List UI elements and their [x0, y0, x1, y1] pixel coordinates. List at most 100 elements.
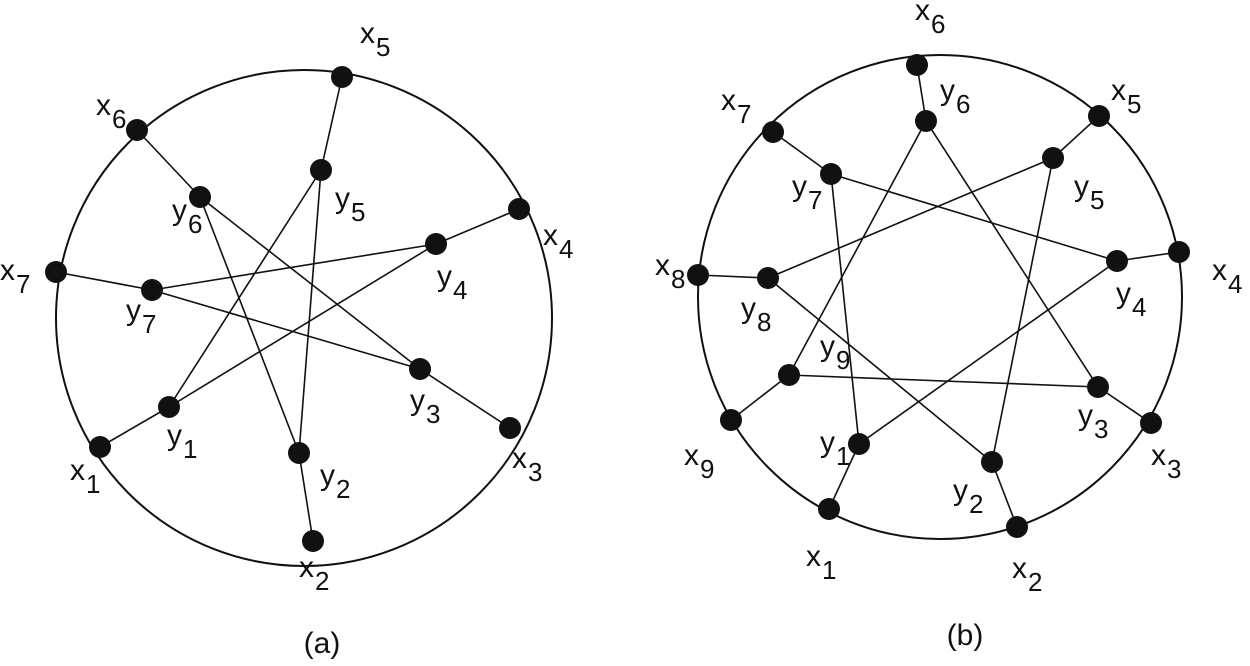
label-x6: x6: [915, 0, 945, 39]
vertex-y9: [778, 364, 800, 386]
edge-x8-y8: [697, 274, 769, 279]
label-y1: y1: [820, 426, 850, 471]
edge-x5-y5: [320, 76, 343, 171]
edge-y2-y5: [991, 157, 1054, 463]
edge-y1-y7: [830, 173, 860, 445]
edge-x1-y1: [99, 406, 170, 448]
vertex-x2: [1006, 516, 1028, 538]
label-y5: y5: [1074, 170, 1104, 215]
edge-x2-y2: [298, 452, 314, 542]
vertex-y1: [848, 433, 870, 455]
vertex-x3: [1140, 412, 1162, 434]
label-y7: y7: [792, 170, 822, 215]
edge-y4-y7: [151, 243, 437, 291]
label-y8: y8: [741, 292, 771, 337]
vertex-x4: [508, 198, 530, 220]
vertex-x1: [818, 498, 840, 520]
edge-x9-y9: [730, 374, 790, 421]
label-y4: y4: [1116, 277, 1146, 322]
label-y2: y2: [953, 474, 983, 519]
label-x3: x3: [1151, 439, 1181, 484]
vertex-y5: [310, 159, 332, 181]
edge-y1-y4: [168, 243, 437, 408]
label-x8: x8: [655, 249, 685, 294]
label-y3: y3: [1078, 399, 1108, 444]
edge-y3-y6: [199, 196, 421, 370]
edge-y3-y7: [151, 289, 421, 370]
label-x4: x4: [543, 219, 573, 264]
label-y5: y5: [335, 182, 365, 227]
nodes-a: [45, 66, 530, 552]
label-x5: x5: [1111, 74, 1141, 119]
edge-x7-y7: [55, 271, 153, 291]
edges-b: [697, 64, 1180, 528]
vertex-y2: [981, 451, 1003, 473]
label-x2: x2: [299, 551, 329, 596]
label-x1: x1: [806, 540, 836, 585]
label-x3: x3: [512, 442, 542, 487]
nodes-b: [687, 54, 1190, 538]
vertex-x5: [1088, 105, 1110, 127]
vertex-y5: [1042, 147, 1064, 169]
label-x5: x5: [360, 17, 390, 62]
caption-b: (b): [947, 619, 984, 652]
vertex-y7: [141, 279, 163, 301]
edge-y2-y8: [767, 277, 993, 463]
vertex-y4: [425, 233, 447, 255]
vertex-y3: [409, 358, 431, 380]
label-x7: x7: [0, 254, 30, 299]
label-y3: y3: [410, 384, 440, 429]
edge-y2-y5: [298, 169, 322, 454]
vertex-x7: [762, 121, 784, 143]
vertex-y4: [1106, 250, 1128, 272]
label-y1: y1: [167, 419, 197, 464]
label-x6: x6: [96, 89, 126, 134]
label-x4: x4: [1212, 254, 1242, 299]
label-x9: x9: [684, 439, 714, 484]
vertex-x7: [45, 261, 67, 283]
edge-x3-y3: [419, 368, 511, 429]
label-y4: y4: [437, 260, 467, 305]
edge-y1-y4: [858, 260, 1118, 445]
edge-x1-y1: [828, 443, 860, 510]
edge-y3-y6: [925, 120, 1099, 388]
edge-y2-y6: [199, 196, 300, 454]
edge-x6-y6: [136, 129, 201, 198]
vertex-x5: [331, 66, 353, 88]
vertex-y8: [757, 267, 779, 289]
labels-b: x1 x2 x3 x4 x5 x6 x7 x8 x9 y1 y2 y3 y4 y5 y6 y7 y8 y9: [655, 0, 1242, 597]
label-y9: y9: [820, 330, 850, 375]
edge-y5-y8: [767, 157, 1054, 279]
vertex-y6: [915, 110, 937, 132]
labels-a: x1 x2 x3 x4 x5 x6 x7 y1 y2 y3 y4 y5 y6 y7: [0, 17, 573, 596]
vertex-x6: [906, 54, 928, 76]
vertex-y1: [158, 396, 180, 418]
vertex-y6: [189, 186, 211, 208]
vertex-x3: [499, 417, 521, 439]
label-y2: y2: [320, 459, 350, 504]
edge-y3-y9: [788, 374, 1099, 388]
vertex-x2: [302, 530, 324, 552]
edge-y1-y5: [168, 169, 322, 408]
label-y7: y7: [126, 294, 156, 339]
vertex-y2: [288, 442, 310, 464]
outer-circle-a: [55, 69, 553, 567]
vertex-y7: [820, 163, 842, 185]
edges-a: [55, 76, 520, 542]
panel-b: x1 x2 x3 x4 x5 x6 x7 x8 x9 y1 y2 y3 y4 y5 y6 y7 y8 y9 (b): [655, 0, 1242, 652]
vertex-x8: [687, 264, 709, 286]
vertex-x9: [720, 409, 742, 431]
caption-a: (a): [304, 627, 341, 660]
label-y6: y6: [172, 194, 202, 239]
edge-y6-y9: [788, 120, 927, 376]
edge-y4-y7: [830, 173, 1118, 262]
vertex-x6: [126, 119, 148, 141]
label-x7: x7: [721, 84, 751, 129]
label-x2: x2: [1012, 552, 1042, 597]
label-x1: x1: [70, 454, 100, 499]
label-y6: y6: [940, 74, 970, 119]
vertex-y3: [1087, 376, 1109, 398]
edge-x4-y4: [435, 208, 520, 245]
edge-x2-y2: [991, 461, 1018, 528]
